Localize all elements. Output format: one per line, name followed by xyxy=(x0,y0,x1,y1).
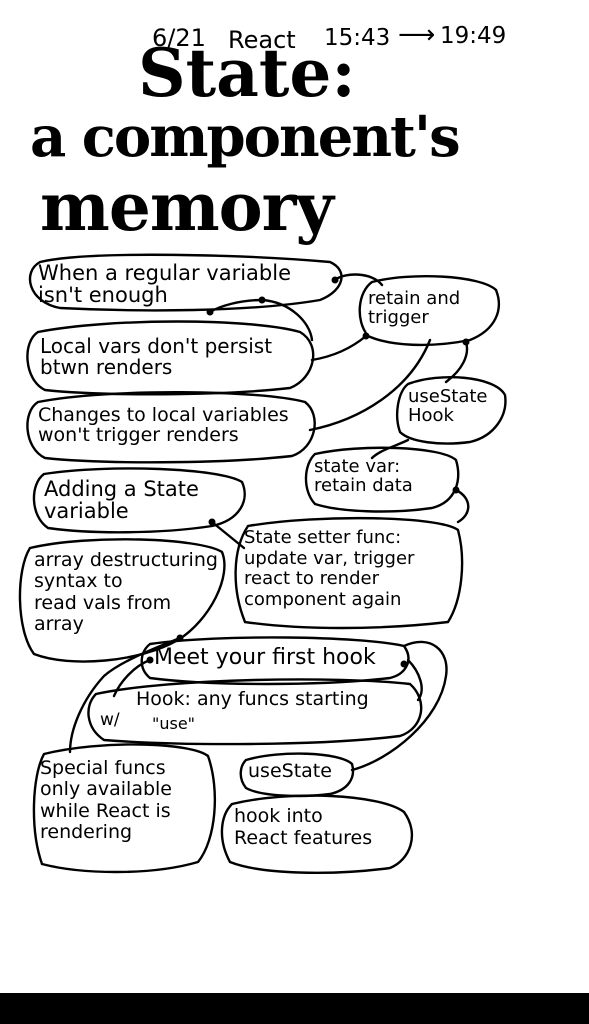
bubble-changes-local xyxy=(26,391,316,464)
header-time-start: 15:43 xyxy=(324,25,391,51)
bubble-adding-state xyxy=(32,467,246,534)
note-array-destructuring: array destructuring syntax to read vals … xyxy=(34,549,218,635)
connector-11 xyxy=(406,658,423,702)
header-topic: React xyxy=(228,26,296,54)
note-changes-local: Changes to local variables won't trigger… xyxy=(38,404,289,446)
bubble-local-vars xyxy=(26,320,315,396)
connector-7 xyxy=(454,488,470,524)
note-meet-hook: Meet your first hook xyxy=(154,645,376,670)
connector-10 xyxy=(350,640,448,772)
connector-6 xyxy=(370,438,410,460)
note-hook-def-w: w/ xyxy=(100,710,120,730)
note-regular-variable: When a regular variable isn't enough xyxy=(38,261,291,308)
bubble-hook-into xyxy=(220,794,414,874)
note-local-vars: Local vars don't persist btwn renders xyxy=(40,334,273,379)
note-hook-into: hook into React features xyxy=(234,805,373,849)
note-adding-state: Adding a State variable xyxy=(44,477,199,524)
bubble-regular-variable xyxy=(28,253,343,312)
bubble-hook-def xyxy=(87,678,423,746)
bubble-meet-hook xyxy=(140,636,410,686)
note-state-var: state var: retain data xyxy=(314,456,413,496)
header-time-end: 19:49 xyxy=(440,23,507,49)
bottom-bar xyxy=(0,993,589,1024)
title-line-1: State: xyxy=(138,34,356,112)
header-date: 6/21 xyxy=(152,24,206,52)
bubble-state-setter xyxy=(234,516,464,630)
connector-12 xyxy=(112,658,152,698)
bubble-state-var xyxy=(304,446,460,513)
bubble-usestate xyxy=(239,752,355,798)
bubble-special-funcs xyxy=(32,743,217,874)
note-special-funcs: Special funcs only available while React… xyxy=(40,757,172,843)
note-usestate: useState xyxy=(248,760,332,782)
header-arrow-icon: ⟶ xyxy=(398,20,436,50)
title-line-3: memory xyxy=(40,168,334,246)
connector-8 xyxy=(210,520,246,550)
bubble-usestate-hook xyxy=(396,376,507,445)
title-line-2: a component's xyxy=(30,104,461,170)
note-usestate-hook: useState Hook xyxy=(408,386,488,426)
connector-9 xyxy=(68,636,182,754)
note-hook-def-use: "use" xyxy=(152,714,196,733)
connector-3 xyxy=(310,334,368,362)
note-hook-def: Hook: any funcs starting xyxy=(136,688,369,710)
bubble-retain-trigger xyxy=(358,274,501,347)
note-retain-trigger: retain and trigger xyxy=(368,288,461,328)
connector-4 xyxy=(308,338,432,432)
note-state-setter: State setter func: update var, trigger r… xyxy=(244,527,415,611)
